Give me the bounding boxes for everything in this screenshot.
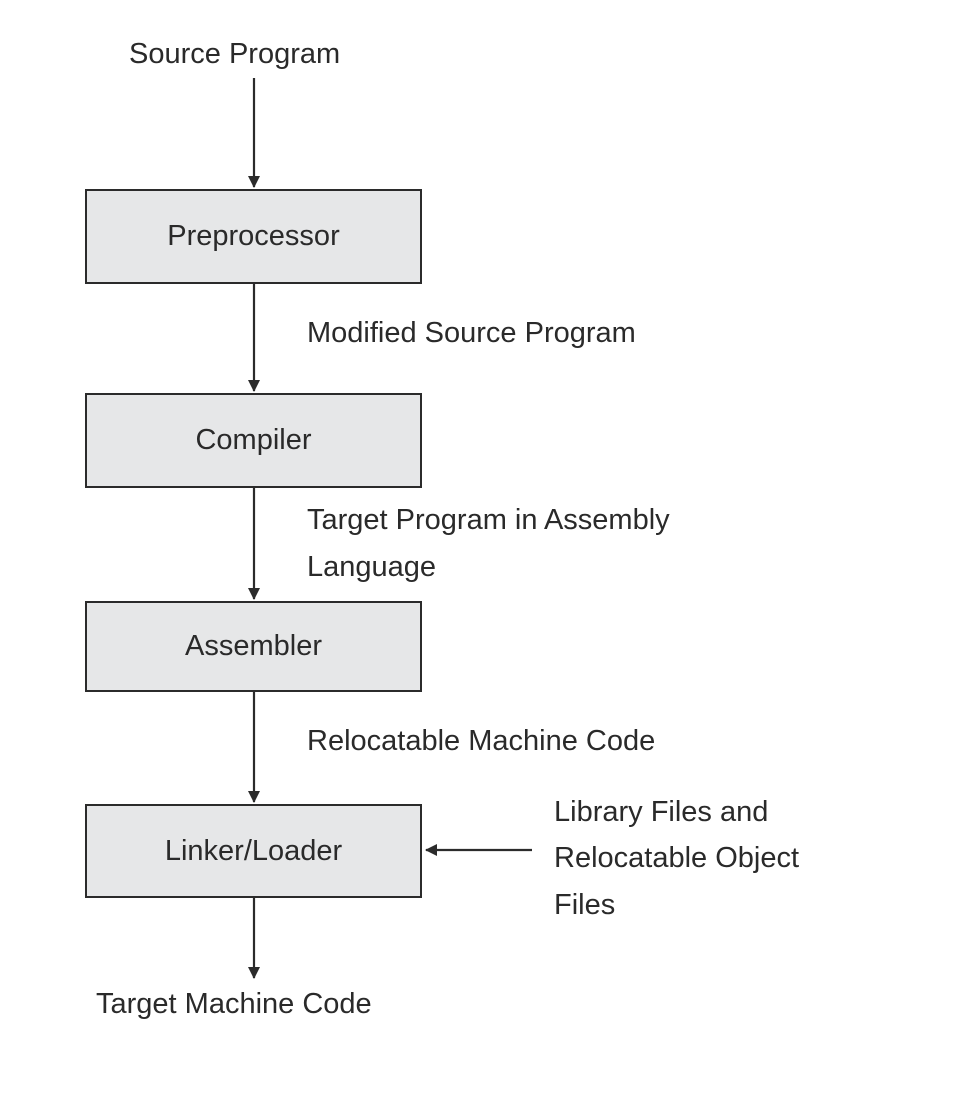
library-files-label-line3: Files xyxy=(554,889,616,921)
library-files-label-line2: Relocatable Object xyxy=(554,842,800,874)
assembler-box: Assembler xyxy=(85,601,422,692)
assembly-program-label-line2: Language xyxy=(307,551,437,583)
compiler-box: Compiler xyxy=(85,393,422,488)
modified-source-program-label: Modified Source Program xyxy=(307,317,636,349)
assembly-program-label-line1: Target Program in Assembly xyxy=(307,504,670,536)
library-files-label-line1: Library Files and xyxy=(554,796,769,828)
target-machine-code-label: Target Machine Code xyxy=(96,988,372,1020)
source-program-label: Source Program xyxy=(129,38,341,70)
relocatable-machine-code-label: Relocatable Machine Code xyxy=(307,725,656,757)
preprocessor-box: Preprocessor xyxy=(85,189,422,284)
linker-loader-box: Linker/Loader xyxy=(85,804,422,898)
